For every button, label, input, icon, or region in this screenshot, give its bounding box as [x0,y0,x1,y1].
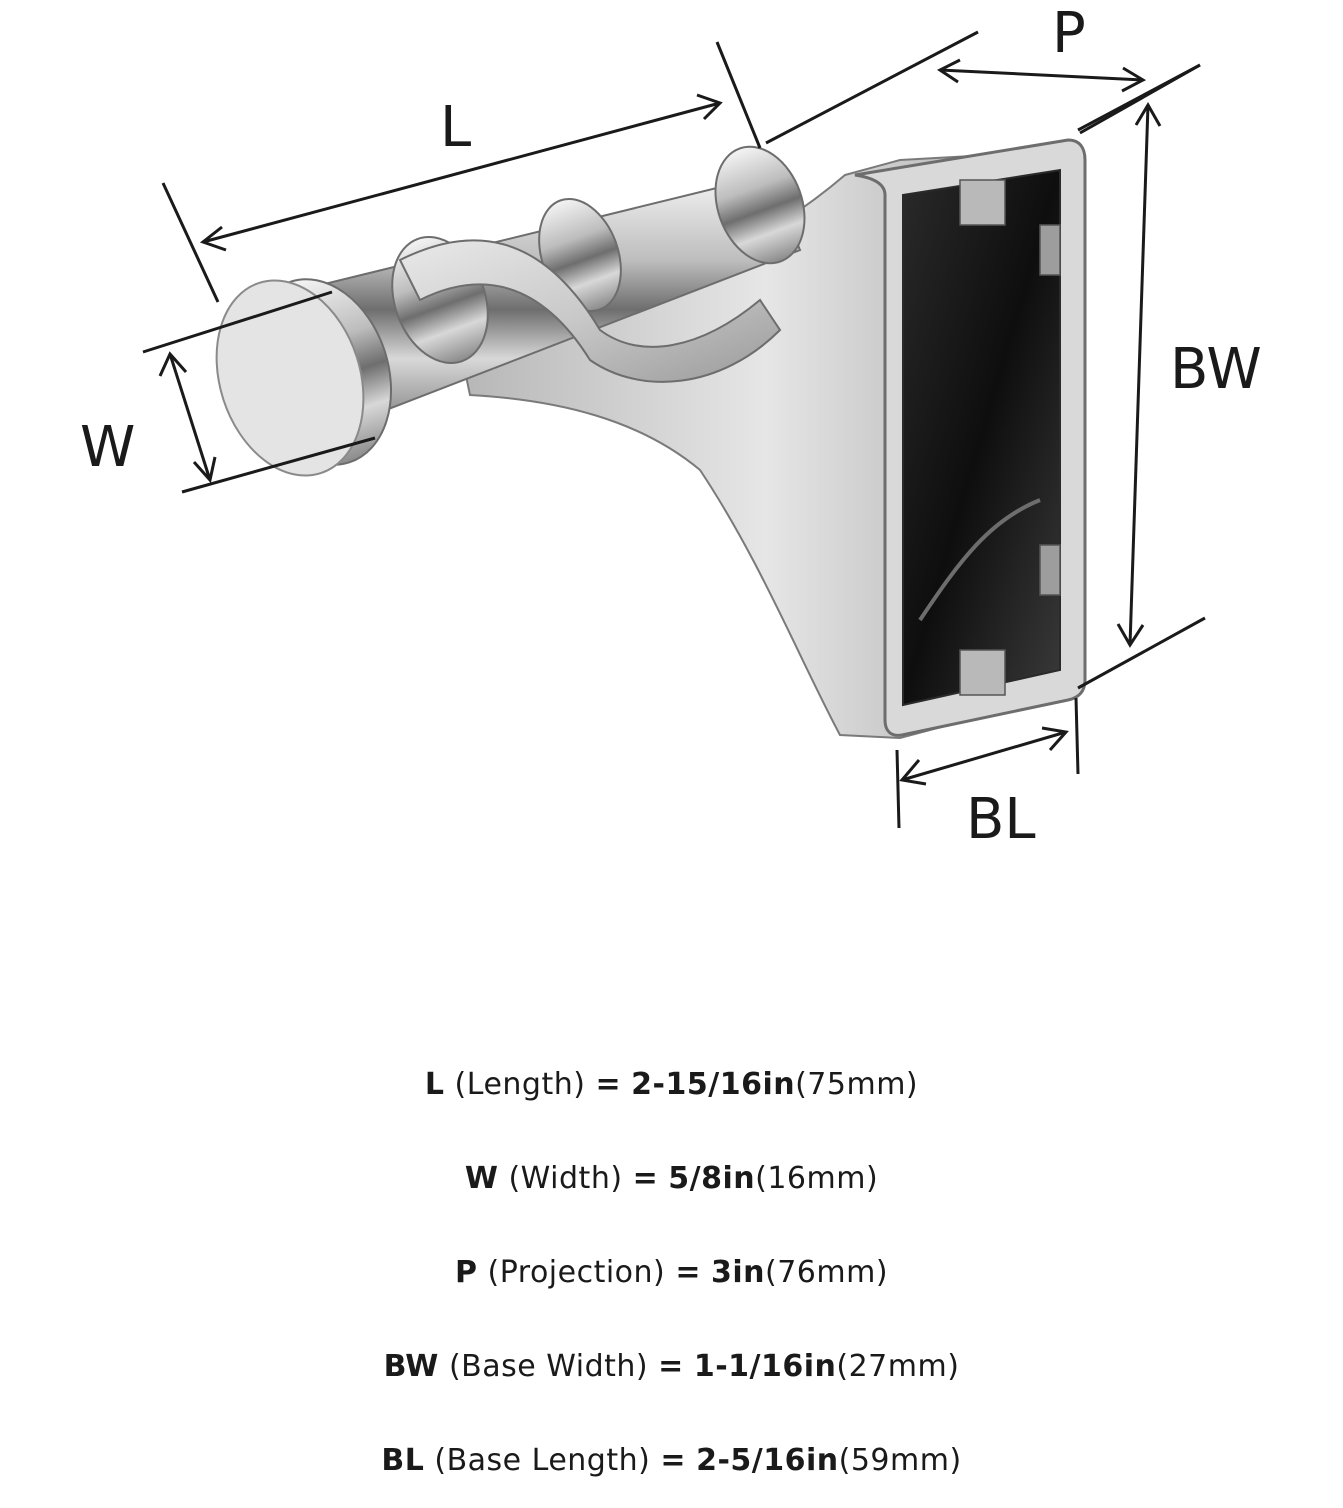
spec-abbr: BW [383,1349,439,1384]
dim-W-arrow-bottom [192,456,217,484]
hook-collar-rear [714,145,806,265]
dim-BW-line [1128,104,1150,646]
spec-abbr: P [454,1255,478,1290]
spec-name: (Width) [508,1161,623,1196]
spec-imperial: 2-5/16in [696,1443,839,1478]
dim-BW-arrow-bottom [1116,623,1145,648]
dim-BL-ext-left [895,749,901,829]
hook-base-cavity [902,168,1061,707]
spec-imperial: 3in [711,1255,766,1290]
spec-equals: = [632,1161,659,1196]
dim-W-ext-top [142,290,333,354]
spec-abbr: BL [381,1443,425,1478]
dim-label-W: W [80,415,135,480]
base-rib [918,498,1041,622]
spec-line-projection: P (Projection) = 3in(76mm) [0,1226,1343,1320]
dim-BL-arrow-right [1041,726,1069,751]
spec-abbr: L [424,1067,445,1102]
spec-line-base-length: BL (Base Length) = 2-5/16in(59mm) [0,1414,1343,1508]
dim-label-BW: BW [1170,337,1262,402]
spec-metric: (75mm) [795,1067,919,1102]
spec-metric: (76mm) [765,1255,889,1290]
dim-L-ext-left [161,182,220,303]
hook-dimension-diagram: L P W BW BL [80,1,1262,852]
base-tab-upper-right [1039,224,1061,276]
spec-equals: = [658,1349,684,1384]
spec-name: (Base Width) [448,1349,649,1384]
dim-BW-arrow-top [1134,102,1162,127]
dim-L-arrow-right [696,93,723,121]
spec-line-base-width: BW (Base Width) = 1-1/16in(27mm) [0,1320,1343,1414]
spec-line-length: L (Length) = 2-15/16in(75mm) [0,1038,1343,1132]
spec-name: (Base Length) [434,1443,651,1478]
base-tab-lower-right [1039,544,1061,596]
dim-W-line [168,353,212,481]
dim-P-ext-left [765,30,979,145]
dim-P-arrow-left [937,58,961,84]
spec-name: (Length) [454,1067,586,1102]
dim-L-line [202,101,721,244]
dim-L-ext-right [715,41,762,149]
dim-label-P: P [1052,1,1086,66]
dim-BL-arrow-left [899,759,927,786]
hook-strap [398,239,782,383]
spec-name: (Projection) [487,1255,666,1290]
spec-equals: = [595,1067,622,1102]
base-tab-top [959,179,1006,226]
spec-metric: (59mm) [838,1443,962,1478]
dim-BL-line [901,730,1067,782]
hook-knob-face [215,279,365,477]
spec-line-width: W (Width) = 5/8in(16mm) [0,1132,1343,1226]
spec-imperial: 2-15/16in [631,1067,796,1102]
spec-equals: = [675,1255,701,1290]
dim-BW-ext-bottom [1077,616,1206,690]
dim-W-ext-bottom [181,436,376,494]
dim-W-arrow-top [158,351,188,377]
dim-L-arrow-left [199,225,227,252]
spec-metric: (27mm) [836,1349,960,1384]
dim-P-line [939,68,1144,82]
hook-illustration [215,138,1087,740]
spec-imperial: 5/8in [668,1161,756,1196]
dim-label-L: L [440,95,471,160]
spec-abbr: W [464,1161,499,1196]
spec-imperial: 1-1/16in [693,1349,837,1384]
dim-P-arrow-right [1121,66,1147,93]
dim-label-BL: BL [966,787,1036,852]
base-tab-bottom [959,649,1006,696]
dim-BW-ext-top [1077,63,1201,132]
dimension-spec-list: L (Length) = 2-15/16in(75mm) W (Width) =… [0,1038,1343,1508]
spec-equals: = [660,1443,687,1478]
spec-metric: (16mm) [755,1161,879,1196]
dim-BL-ext-right [1074,697,1080,775]
dimension-lines [142,30,1206,829]
